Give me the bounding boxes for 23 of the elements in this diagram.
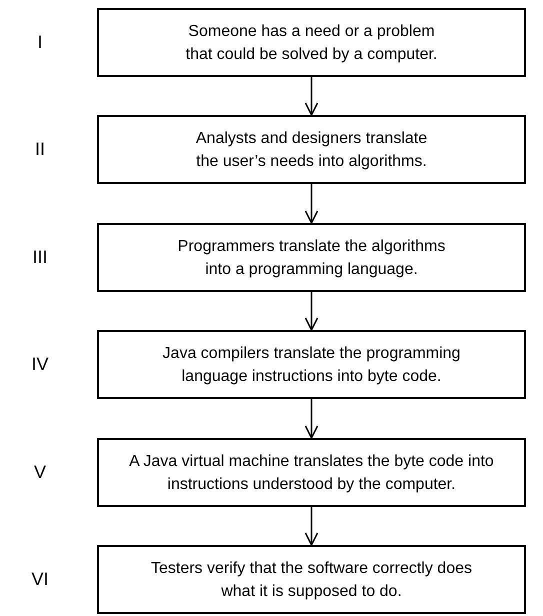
process-box xyxy=(97,438,526,507)
arrow xyxy=(304,77,318,116)
process-box xyxy=(97,330,526,399)
step-numeral: II xyxy=(34,138,46,160)
arrow xyxy=(304,292,318,331)
process-box xyxy=(97,223,526,292)
step-numeral: V xyxy=(32,462,47,482)
step-text: Java compilers translate the programming language instructions into byte code. xyxy=(162,344,462,386)
step-text: A Java virtual machine translates the byte code into instructions understood by the computer. xyxy=(128,452,495,494)
process-box xyxy=(97,545,526,614)
step-numeral: I xyxy=(36,32,44,52)
arrow xyxy=(304,399,318,439)
process-box xyxy=(97,8,526,77)
arrow xyxy=(304,507,318,546)
step-text: Testers verify that the software correctly does what it is supposed to do. xyxy=(150,558,473,602)
step-text: Someone has a need or a problem that could be solved by a computer. xyxy=(184,22,438,64)
step-text: Programmers translate the algorithms into a programming language. xyxy=(176,236,446,280)
step-numeral: IV xyxy=(30,354,50,374)
arrow xyxy=(304,184,318,224)
step-numeral: III xyxy=(31,246,48,268)
process-box xyxy=(97,115,526,184)
step-numeral: VI xyxy=(30,568,50,590)
step-text: Analysts and designers translate the user’s needs into algorithms. xyxy=(194,128,428,172)
